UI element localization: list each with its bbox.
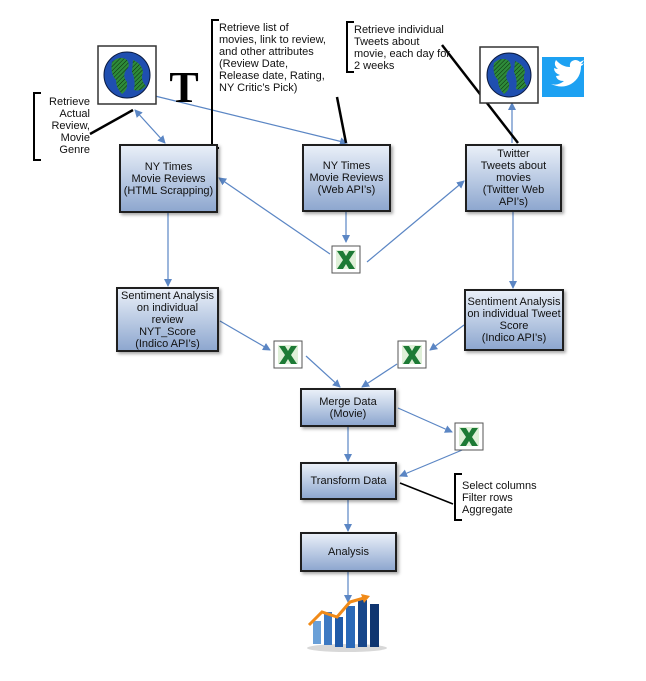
note-retrieve-list: Retrieve list of movies, link to review,… [219,22,326,94]
arrow-sentiment-nyt-to-excel [219,320,271,351]
arrow-globe-to-nyt-api [154,95,348,146]
box-nyt-html-scrapping: NY Times Movie Reviews (HTML Scrapping) [119,144,218,213]
box-transform-data-label: Transform Data [310,475,387,487]
box-nyt-web-api-label: NY Times Movie Reviews (Web API’s) [309,160,384,196]
bracket-retrieve-list [211,19,219,149]
leader-retrieve-list [335,96,348,144]
twitter-bird-icon [542,57,584,97]
leader-transform-ops [399,482,454,505]
excel-icon-left [273,340,303,369]
arrow-excel-to-nyt-html [218,177,331,255]
box-transform-data: Transform Data [300,462,397,500]
box-nyt-html-scrapping-label: NY Times Movie Reviews (HTML Scrapping) [123,160,214,197]
box-twitter-web-api-label: Twitter Tweets about movies (Twitter Web… [480,148,547,208]
box-sentiment-tweet: Sentiment Analysis on individual Tweet S… [464,289,564,351]
note-retrieve-review: Retrieve Actual Review, Movie Genre [49,96,90,156]
arrow-excel-to-merge-right [361,363,398,388]
globe-icon-nyt [97,45,157,105]
bracket-retrieve-tweets [346,21,354,73]
box-sentiment-nyt-label: Sentiment Analysis on individual review … [121,289,214,350]
connectors [134,95,517,603]
globe-icon-twitter [479,46,539,104]
arrow-sentiment-tweet-to-excel [429,324,465,351]
arrow-excel-to-twitter [366,180,465,263]
arrow-merge-to-excel [397,407,453,433]
nyt-logo-icon: T [169,63,198,112]
box-nyt-web-api: NY Times Movie Reviews (Web API’s) [302,144,391,212]
note-transform-ops: Select columns Filter rows Aggregate [462,480,537,516]
arrow-excel-to-transform [399,447,468,477]
box-sentiment-nyt: Sentiment Analysis on individual review … [116,287,219,352]
excel-icon-right [397,340,427,369]
arrow-globe-to-nyt-html [134,109,166,144]
leader-retrieve-review [89,108,134,136]
box-analysis-label: Analysis [328,546,369,558]
box-sentiment-tweet-label: Sentiment Analysis on individual Tweet S… [467,296,561,344]
bar-chart-icon [307,594,387,652]
excel-icon-top [331,245,361,274]
note-retrieve-tweets: Retrieve individual Tweets about movie, … [354,24,450,72]
arrow-excel-to-merge-left [305,355,341,388]
box-merge-data-label: Merge Data (Movie) [319,395,377,420]
excel-icon-lower [454,422,484,451]
bracket-retrieve-review [33,92,41,161]
box-merge-data: Merge Data (Movie) [300,388,396,427]
callouts [33,19,519,521]
box-analysis: Analysis [300,532,397,572]
bracket-transform-ops [454,473,462,521]
box-twitter-web-api: Twitter Tweets about movies (Twitter Web… [465,144,562,212]
